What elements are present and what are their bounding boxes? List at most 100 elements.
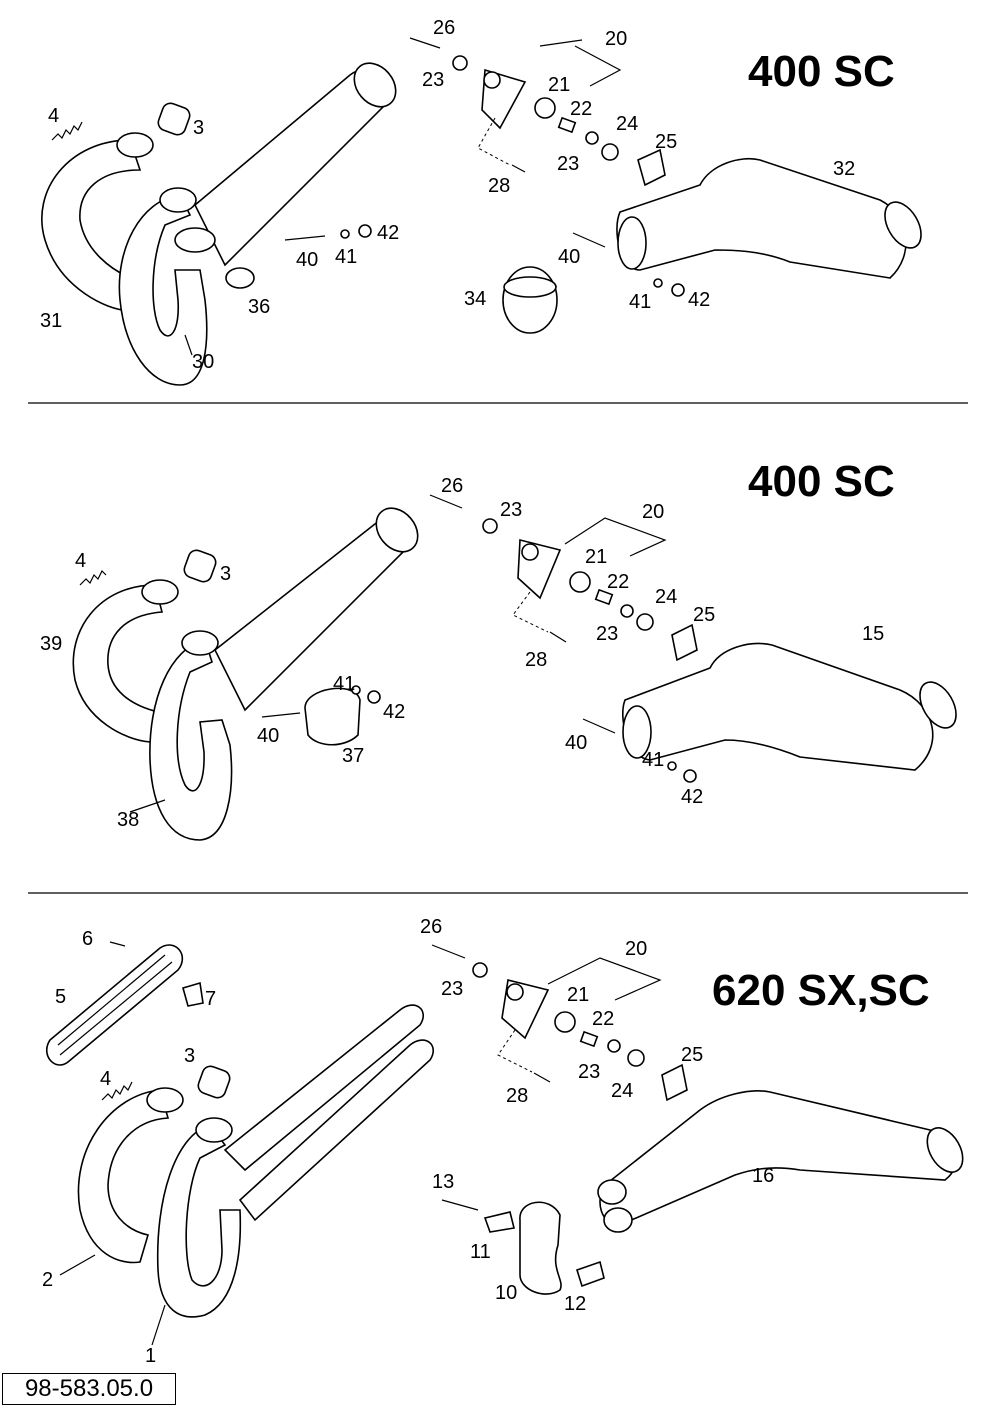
label-42c: 42 <box>383 701 405 723</box>
leader-28 <box>477 117 511 166</box>
washer-23d <box>620 604 634 618</box>
screw-28b <box>549 631 567 643</box>
nut-42 <box>358 224 372 238</box>
label-34: 34 <box>464 288 486 310</box>
header-pipe-39 <box>72 584 164 743</box>
mid-pipe-a <box>223 1004 424 1172</box>
label-26b: 26 <box>441 475 463 497</box>
header-pipe-38 <box>149 639 233 841</box>
label-40d: 40 <box>565 732 587 754</box>
rubber-21b <box>569 571 591 593</box>
label-41c: 41 <box>333 673 355 695</box>
silencer-end-upper <box>353 62 397 108</box>
label-37: 37 <box>342 745 364 767</box>
leader-28c <box>497 1029 533 1073</box>
washer-24b <box>636 613 654 631</box>
label-42d: 42 <box>681 786 703 808</box>
pipe-end-2 <box>146 1087 184 1113</box>
label-2: 2 <box>42 1269 53 1291</box>
label-42: 42 <box>377 222 399 244</box>
washer-41b <box>653 278 663 288</box>
rubber-21 <box>534 97 556 119</box>
label-3c: 3 <box>184 1045 195 1067</box>
nut-42d <box>683 769 697 783</box>
header-pipe-2 <box>77 1089 170 1264</box>
label-11: 11 <box>470 1241 491 1263</box>
pipe-end-39 <box>141 579 179 605</box>
label-40: 40 <box>296 249 318 271</box>
label-26: 26 <box>433 17 455 39</box>
drawing-code: 98-583.05.0 <box>2 1373 176 1405</box>
leader-28b <box>512 591 549 633</box>
silencer-tube-upper-2 <box>213 513 414 712</box>
clip-25b <box>671 623 698 662</box>
nut-42b <box>671 283 685 297</box>
label-23d: 23 <box>596 623 618 645</box>
nut-11 <box>483 1211 515 1233</box>
sleeve-34-top <box>503 276 557 298</box>
clamp-10 <box>519 1201 562 1295</box>
gasket-3b <box>183 549 217 583</box>
bolt-26b <box>429 494 463 509</box>
washer-23e <box>472 962 488 978</box>
washer-23c <box>482 518 498 534</box>
label-40c: 40 <box>257 725 279 747</box>
label-28b: 28 <box>525 649 547 671</box>
label-21: 21 <box>548 74 570 96</box>
spring-4c <box>101 1081 133 1101</box>
label-20: 20 <box>605 28 627 50</box>
label-7: 7 <box>205 988 216 1010</box>
leader-2 <box>59 1254 96 1276</box>
washer-23a <box>452 55 468 71</box>
label-23: 23 <box>422 69 444 91</box>
bolt-40d <box>582 718 616 734</box>
label-23f: 23 <box>578 1061 600 1083</box>
gasket-3c <box>197 1065 231 1099</box>
pipe-end-1 <box>195 1117 233 1143</box>
bracket-hole-b <box>521 543 539 561</box>
label-26c: 26 <box>420 916 442 938</box>
washer-24 <box>601 143 619 161</box>
label-4: 4 <box>48 105 59 127</box>
label-25c: 25 <box>681 1044 703 1066</box>
heat-shield-5 <box>45 944 184 1066</box>
label-28c: 28 <box>506 1085 528 1107</box>
label-41b: 41 <box>629 291 651 313</box>
label-5: 5 <box>55 986 66 1008</box>
label-38: 38 <box>117 809 139 831</box>
label-36: 36 <box>248 296 270 318</box>
bolt-40c <box>261 712 301 718</box>
label-28: 28 <box>488 175 510 197</box>
sleeve-22b <box>594 588 614 606</box>
mid-pipe-b <box>238 1039 434 1222</box>
heat-shield-5-detail <box>57 954 173 1056</box>
label-21b: 21 <box>585 546 607 568</box>
label-20b: 20 <box>642 501 664 523</box>
bracket-20c-callout <box>547 957 662 1001</box>
pipe-joint <box>174 227 216 253</box>
section-2-title: 400 SC <box>748 457 895 506</box>
screw-28 <box>511 164 526 173</box>
label-1: 1 <box>145 1345 156 1367</box>
washer-23b <box>585 131 599 145</box>
label-10: 10 <box>495 1282 517 1304</box>
silencer-inlet-32 <box>617 216 647 270</box>
bolt-40 <box>284 235 326 241</box>
header-pipe-30 <box>118 194 208 386</box>
header-pipe-1 <box>156 1124 242 1318</box>
silencer-16-inlet-b <box>603 1207 633 1233</box>
bracket-20b-callout <box>564 517 667 557</box>
spring-4 <box>51 121 83 141</box>
sleeve-22 <box>557 116 577 134</box>
pipe-end-30 <box>159 187 197 213</box>
bolt-40b <box>572 232 606 248</box>
washer-23f <box>607 1039 621 1053</box>
label-23b: 23 <box>557 153 579 175</box>
washer-24c <box>627 1049 645 1067</box>
washer-41c <box>351 685 361 695</box>
silencer-outlet-32 <box>884 201 922 249</box>
rubber-21c <box>554 1011 576 1033</box>
label-24c: 24 <box>611 1080 633 1102</box>
sleeve-22c <box>579 1030 599 1048</box>
